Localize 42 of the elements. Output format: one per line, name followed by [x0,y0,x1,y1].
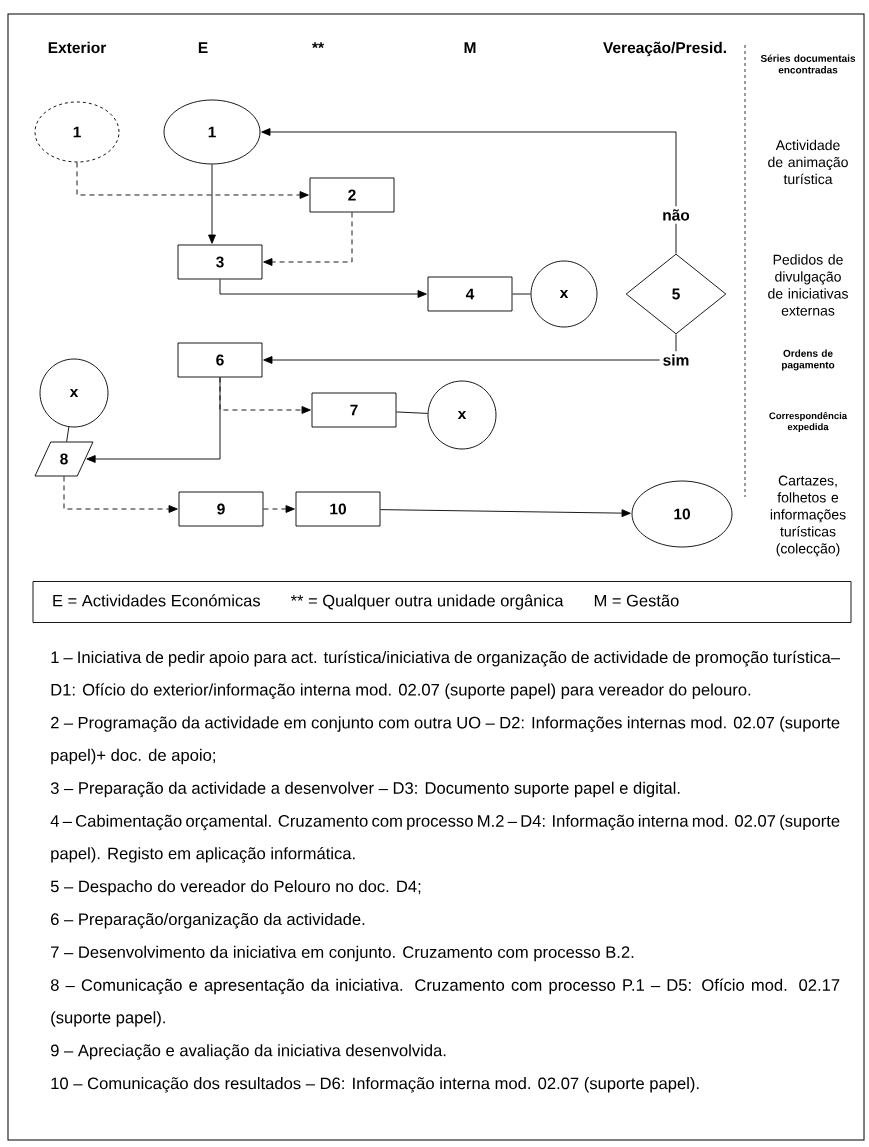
io-parallelogram: 8 [34,441,94,477]
column-header: Vereação/Presid. [603,41,726,57]
arrow [76,162,309,199]
note-text: 5 – Despacho do vereador do Pelouro no doc. D4; [50,880,421,896]
process-box: 10 [295,491,381,527]
series-label: Séries documentais encontradas [760,54,856,74]
series-label: Ordens de pagamento [782,349,835,371]
series-label: Pedidos de divulgação de iniciativas externas [768,254,848,316]
arrow [219,279,427,298]
arrow [263,212,353,266]
note-text: 6 – Preparação/organização da actividade. [51,912,365,929]
arrow [263,334,677,364]
edge-label: sim [659,351,693,369]
column-header: Exterior [48,41,107,54]
arrow [63,476,178,513]
note-text: 8 – Comunicação e apresentação da iniciativa. Cruzamento com processo P.1 – D5: Ofício mod. 02.17 (suporte papel). [50,978,840,1027]
process-box: 9 [178,491,264,527]
series-label: Actividade de animação turística [768,139,848,185]
arrow [263,505,295,513]
process-box: 6 [177,342,263,378]
process-box: 3 [177,244,263,280]
column-header: M [464,42,476,53]
arrow [261,128,677,254]
note-text: 2 – Programação da actividade em conjunto com outra UO – D2: Informações internas mod. 02.07 (suporte papel)+ doc. de apoio; [51,716,840,765]
note-text: 1 – Iniciativa de pedir apoio para act. turística/iniciativa de organização de actividade de promoção turística– D1: Ofício do exterior/informação interna mod. 02.07 (suporte papel) para vereador do pelouro. [51,650,841,699]
arrow [208,164,216,244]
column-header: ** [312,42,325,49]
note-text: 3 – Preparação da actividade a desenvolver – D3: Documento suporte papel e digital. [50,781,680,798]
process-box: 7 [311,392,397,428]
note-text: 7 – Desenvolvimento da iniciativa em conjunto. Cruzamento com processo B.2. [51,945,634,962]
note-text: 9 – Apreciação e avaliação da iniciativa desenvolvida. [51,1044,446,1060]
legend-box: E = Actividades Económicas ** = Qualquer outra unidade orgânica M = Gestão [32,581,852,623]
series-label: Cartazes, folhetos e informações turísticas (colecção) [770,475,846,557]
arrow [219,377,311,414]
note-text: 4 – Cabimentação orçamental. Cruzamento com processo M.2 – D4: Informação interna mod. 02.07 (suporte papel). Registo em aplicação informática. [50,814,840,863]
series-label: Correspondência expedida [769,411,848,433]
process-box: 2 [309,177,395,213]
edge-label: não [659,206,693,224]
arrow [380,509,631,518]
note-text: 10 – Comunicação dos resultados – D6: Informação interna mod. 02.07 (suporte papel). [51,1077,699,1093]
process-box: 4 [427,276,513,312]
column-header: E [198,42,208,53]
